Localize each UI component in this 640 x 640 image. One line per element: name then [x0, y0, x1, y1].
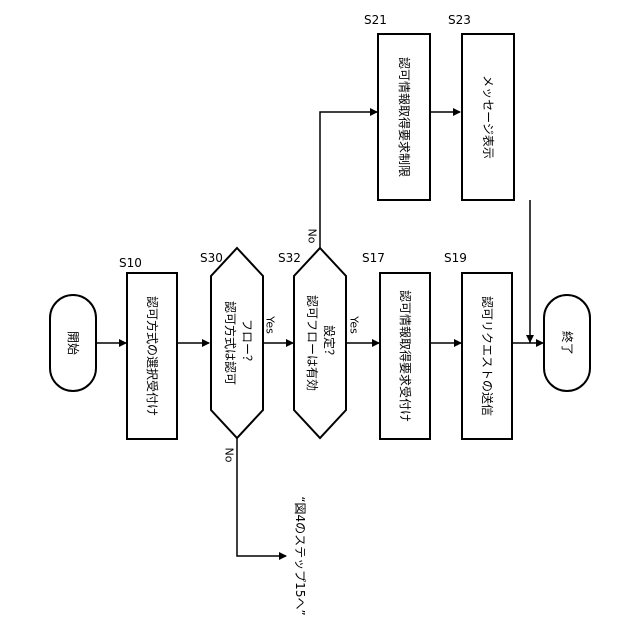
process-s17-label: 認可情報取得要求受付け: [398, 290, 413, 422]
branch-label-s32-no: No: [306, 229, 319, 244]
offpage-reference-label: “図4のステップ15へ”: [293, 496, 307, 615]
merge-arrowhead: [526, 335, 534, 343]
process-s19-label: 認可リクエストの送信: [480, 296, 495, 416]
branch-label-s32-yes: Yes: [348, 315, 361, 334]
step-id-s19: S19: [444, 251, 467, 265]
step-id-s23: S23: [448, 13, 471, 27]
connector-s30-no-offpage: [237, 438, 286, 556]
start-label: 開始: [66, 331, 80, 355]
process-s23-label: メッセージ表示: [481, 75, 495, 159]
step-id-s30: S30: [200, 251, 223, 265]
step-id-s32: S32: [278, 251, 301, 265]
connector-s32-no-s21: [320, 112, 377, 250]
step-id-s10: S10: [119, 256, 142, 270]
process-s21-label: 認可情報取得要求制限: [397, 57, 412, 177]
end-label: 終了: [560, 331, 575, 355]
decision-s32-line1: 認可フローは有効: [305, 295, 320, 391]
decision-s32: [294, 248, 346, 438]
process-s10-label: 認可方式の選択受付け: [145, 296, 160, 416]
step-id-s21: S21: [364, 13, 387, 27]
decision-s32-line2: 設定？: [322, 325, 337, 361]
decision-s30-line2: フロー？: [240, 319, 254, 367]
decision-s30-line1: 認可方式は認可: [223, 301, 238, 385]
branch-label-s30-no: No: [223, 448, 236, 463]
branch-label-s30-yes: Yes: [264, 315, 277, 334]
step-id-s17: S17: [362, 251, 385, 265]
